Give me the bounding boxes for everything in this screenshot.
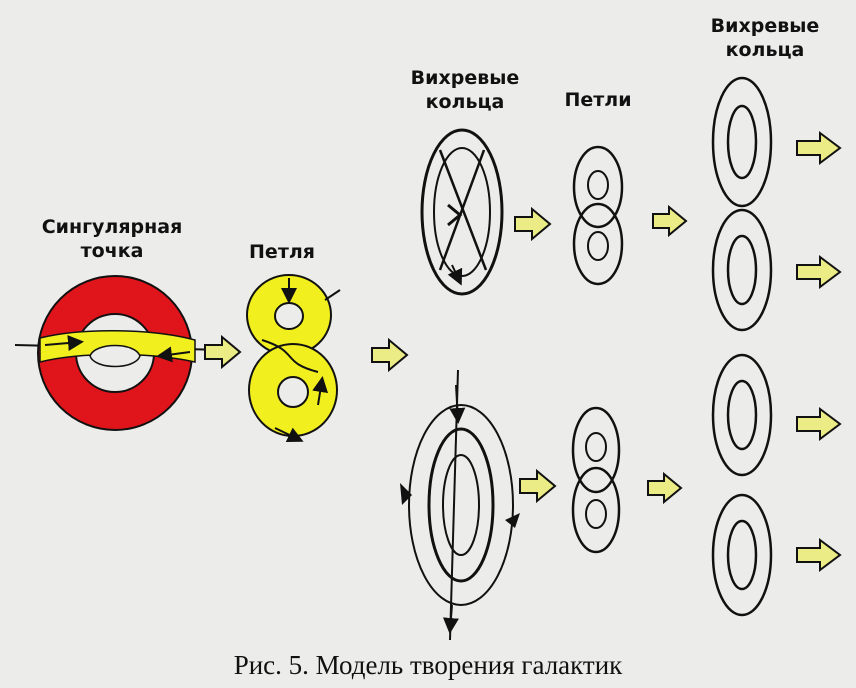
vortex-rings-right-label-line2: кольца <box>700 38 830 62</box>
loops-label: Петли <box>548 88 648 112</box>
arrow-loops-to-rings-top <box>653 207 686 235</box>
vortex-rings-right-label-line1: Вихревые <box>700 14 830 38</box>
vortex-ring-right-2 <box>713 210 771 330</box>
arrow-loop-to-branches <box>372 340 407 370</box>
arrow-ring-to-loops-top <box>515 209 550 239</box>
arrow-out-4 <box>797 540 840 570</box>
vortex-rings-top-label: Вихревые кольца <box>395 66 535 114</box>
arrow-ring-to-loops-bottom <box>520 471 555 501</box>
vortex-ring-right-4 <box>713 495 771 615</box>
loops-figure-eight-top <box>574 147 622 284</box>
singular-point-label-line2: точка <box>12 239 212 263</box>
arrow-loops-to-rings-bottom <box>648 474 681 502</box>
singular-point-torus <box>15 276 225 430</box>
figure-caption: Рис. 5. Модель творения галактик <box>0 650 856 681</box>
arrow-singular-to-loop <box>205 337 240 367</box>
loop-figure-eight <box>247 275 340 440</box>
vortex-rings-top-label-line1: Вихревые <box>395 66 535 90</box>
vortex-ring-bottom <box>400 370 520 640</box>
vortex-ring-right-3 <box>713 355 771 475</box>
vortex-ring-top <box>422 130 502 294</box>
vortex-rings-right-label: Вихревые кольца <box>700 14 830 62</box>
singular-point-label-line1: Сингулярная <box>12 215 212 239</box>
loop-label: Петля <box>222 240 342 264</box>
arrow-out-1 <box>797 133 840 163</box>
vortex-rings-top-label-line2: кольца <box>395 90 535 114</box>
vortex-ring-right-1 <box>713 78 771 206</box>
arrow-out-2 <box>797 257 840 287</box>
arrow-out-3 <box>797 409 840 439</box>
singular-point-label: Сингулярная точка <box>12 215 212 263</box>
loops-figure-eight-bottom <box>573 408 619 552</box>
